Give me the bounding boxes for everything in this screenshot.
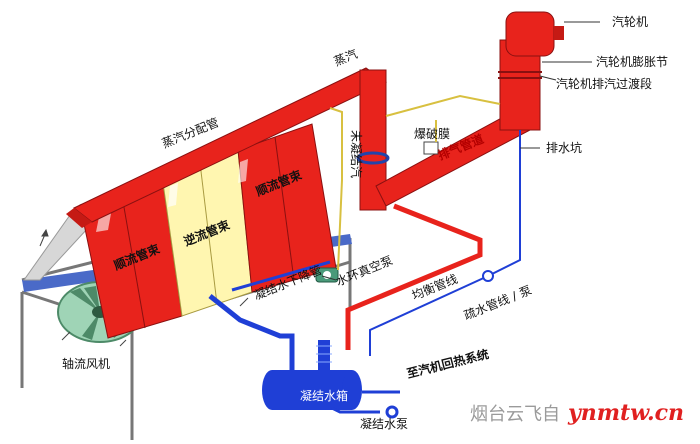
watermark-cn: 烟台云飞自 <box>470 404 560 425</box>
leader-lines <box>321 21 600 281</box>
tube-bundles <box>79 123 337 339</box>
label-exhaust-transition: 汽轮机排汽过渡段 <box>556 76 652 91</box>
label-condensate-pump: 凝结水泵 <box>360 416 408 431</box>
label-vacuum-pump: 水环真空泵 <box>334 253 395 288</box>
airflow-arrows <box>39 228 249 347</box>
watermark-url: ynmtw.cn <box>567 400 684 426</box>
label-steam: 蒸汽 <box>332 46 360 69</box>
label-rupture-disc: 爆破膜 <box>414 126 450 141</box>
label-expansion-joint: 汽轮机膨胀节 <box>596 54 668 69</box>
label-axial-fan: 轴流风机 <box>62 356 110 371</box>
regen-outlet <box>331 390 400 419</box>
label-noncondensable: 未凝结汽 <box>349 130 364 178</box>
label-regen-system: 至汽机回热系统 <box>405 346 490 381</box>
label-drain-pit: 排水坑 <box>546 140 582 155</box>
condensate-downpipe <box>208 260 331 370</box>
label-drain-line-pump: 疏水管线 / 泵 <box>462 282 534 323</box>
label-condensate-tank: 凝结水箱 <box>300 388 348 403</box>
label-turbine: 汽轮机 <box>612 14 648 29</box>
exhaust-pipe <box>375 11 564 207</box>
drain-line <box>369 130 521 356</box>
noncondensable-line <box>329 94 501 271</box>
balance-line <box>345 203 483 350</box>
condensate-tank <box>262 340 362 410</box>
downflow-bundle-right <box>237 123 337 293</box>
